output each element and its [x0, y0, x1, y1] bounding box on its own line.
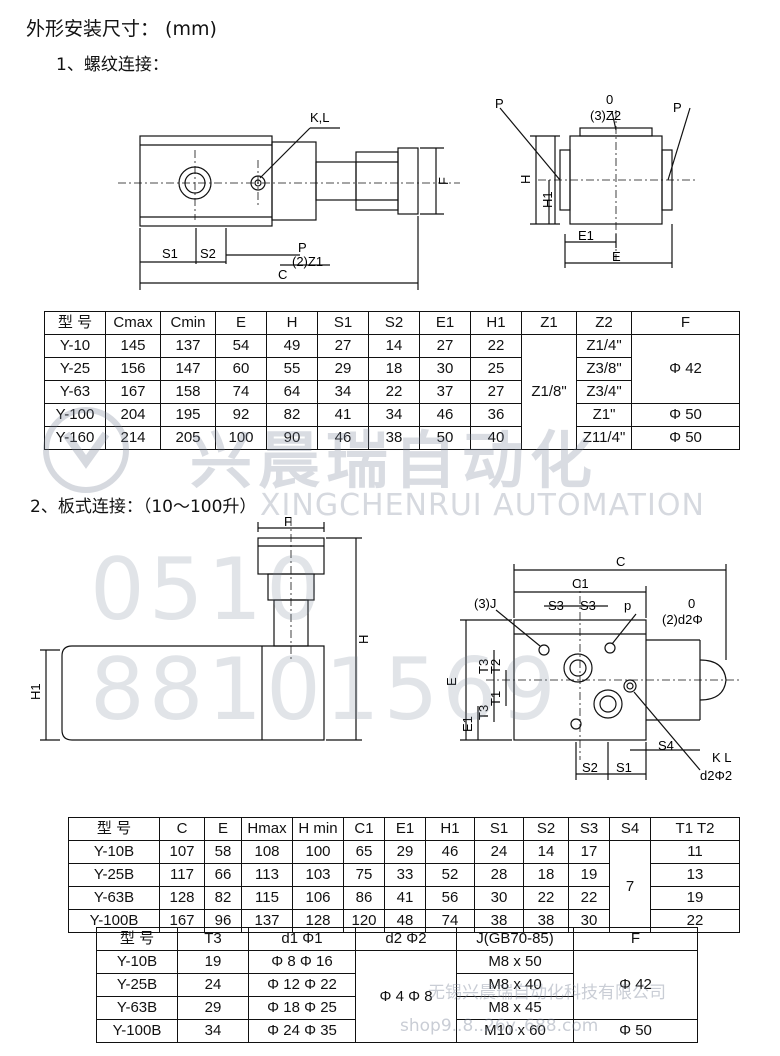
s2-label: S2	[200, 246, 216, 261]
s2-label-2: S2	[582, 760, 598, 775]
section-1-title: 1、螺纹连接：	[56, 55, 169, 75]
threaded-spec-table: 型 号 Cmax Cmin E H S1 S2 E1 H1 Z1 Z2 F Y-…	[44, 311, 740, 450]
p-label: P	[298, 240, 307, 255]
table-header-row: 型 号 Cmax Cmin E H S1 S2 E1 H1 Z1 Z2 F	[44, 311, 740, 335]
table-header-row: 型 号 T3 d1 Φ1 d2 Φ2 J(GB70-85) F	[96, 927, 698, 951]
e1-label-2: E1	[460, 716, 475, 732]
f-label: F	[436, 177, 451, 185]
table-header-row: 型 号 C E Hmax H min C1 E1 H1 S1 S2 S3 S4 …	[68, 817, 740, 841]
s1-label: S1	[162, 246, 178, 261]
zero-label: 0	[606, 92, 613, 107]
d2-label: (2)d2Φ	[662, 612, 703, 627]
c1-label: C1	[572, 576, 589, 591]
t3a-label: T3	[476, 659, 491, 674]
s4-label: S4	[658, 738, 674, 753]
s3b-label: S3	[580, 598, 596, 613]
d2phi2-label: d2Φ2	[700, 768, 732, 783]
e1-label: E1	[578, 228, 594, 243]
c-label-2: C	[616, 554, 625, 569]
page-title: 外形安装尺寸： (mm)	[26, 18, 217, 40]
s3a-label: S3	[548, 598, 564, 613]
kl-label: K,L	[310, 110, 330, 125]
e-label-2: E	[444, 677, 459, 686]
e-label: E	[612, 249, 621, 264]
z1-label: (2)Z1	[292, 254, 323, 269]
h-label: H	[518, 175, 533, 184]
threaded-connection-drawing: K,L F S1 S2 P (2)Z1 C P 0 (3)Z2 P H H1 E…	[118, 92, 695, 290]
p-label-2: p	[624, 598, 631, 613]
s1-label-2: S1	[616, 760, 632, 775]
p-left-label: P	[495, 96, 504, 111]
t2-label: T2	[488, 659, 503, 674]
f-label-2: F	[284, 514, 292, 529]
t3b-label: T3	[476, 705, 491, 720]
plate-connection-drawing: F H H1 C C1 (3)J S3 S3 p 0 (2)d2Φ E E1 T…	[28, 514, 740, 783]
c-label: C	[278, 267, 287, 282]
plate-spec-table: 型 号 C E Hmax H min C1 E1 H1 S1 S2 S3 S4 …	[68, 817, 740, 933]
t1-label: T1	[488, 691, 503, 706]
zero-label-2: 0	[688, 596, 695, 611]
j-label: (3)J	[474, 596, 496, 611]
kl-label-2: K L	[712, 750, 732, 765]
z2-label: (3)Z2	[590, 108, 621, 123]
h1-label: H1	[540, 191, 555, 208]
p-right-label: P	[673, 100, 682, 115]
h-label-2: H	[356, 635, 371, 644]
section-2-title: 2、板式连接：（10～100升）	[30, 497, 257, 517]
h1-label-2: H1	[28, 683, 43, 700]
